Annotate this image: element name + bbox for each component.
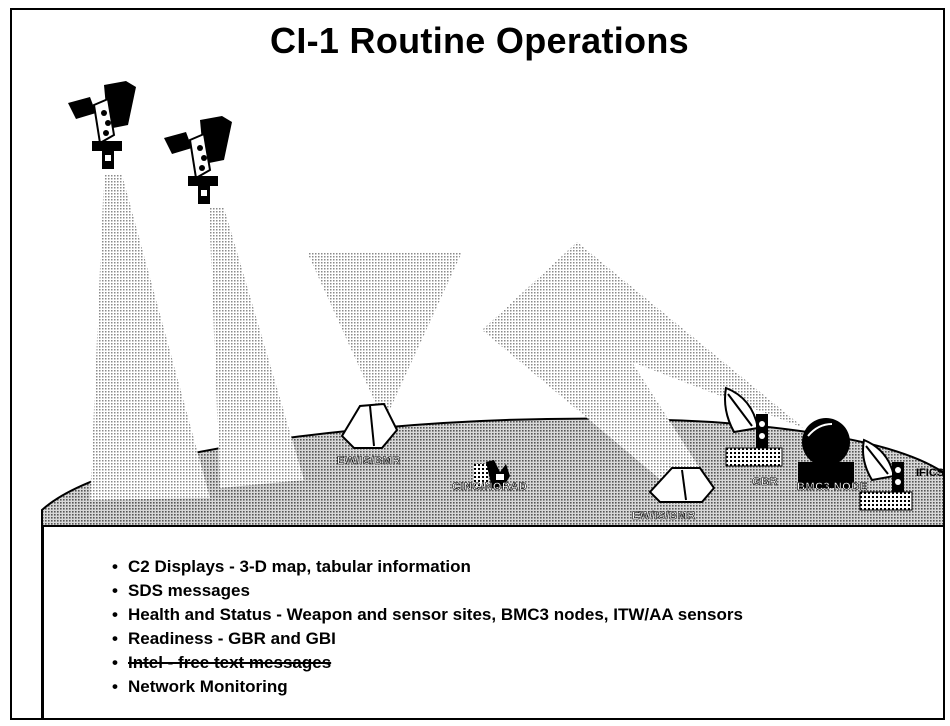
satellite-beam [90, 175, 210, 500]
list-item: Network Monitoring [112, 675, 943, 699]
satellite-beam [209, 208, 304, 488]
radome-icon [798, 418, 854, 488]
radar-dish-icon [724, 386, 783, 467]
slide-frame: EW/IS/BMR CINC/NORAD EW/IS/BMR GBR [10, 8, 945, 720]
site-label: CINC/NORAD [452, 481, 527, 493]
site-label: EW/IS/BMR [632, 510, 696, 522]
radar-dish-icon [859, 438, 913, 511]
site-label: IFICS [916, 467, 944, 479]
list-item: SDS messages [112, 579, 943, 603]
satellite-icon [164, 116, 232, 204]
radar-beam [307, 252, 462, 422]
list-item-struck: Intel - free text messages [112, 651, 943, 675]
radar-pyramid-icon [340, 402, 399, 449]
site-label: EW/IS/BMR [337, 455, 401, 467]
page-title: CI-1 Routine Operations [270, 20, 689, 61]
list-item: Readiness - GBR and GBI [112, 627, 943, 651]
radar-pyramid-icon [648, 467, 716, 503]
bullet-list: C2 Displays - 3-D map, tabular informati… [44, 527, 943, 699]
info-box: C2 Displays - 3-D map, tabular informati… [42, 525, 943, 718]
list-item: C2 Displays - 3-D map, tabular informati… [112, 555, 943, 579]
command-center-icon [474, 460, 510, 488]
site-label: GBR [752, 476, 778, 488]
radar-beam [482, 242, 804, 485]
site-label: BMC3 NODE [797, 481, 868, 493]
list-item: Health and Status - Weapon and sensor si… [112, 603, 943, 627]
satellite-icon [68, 81, 136, 169]
